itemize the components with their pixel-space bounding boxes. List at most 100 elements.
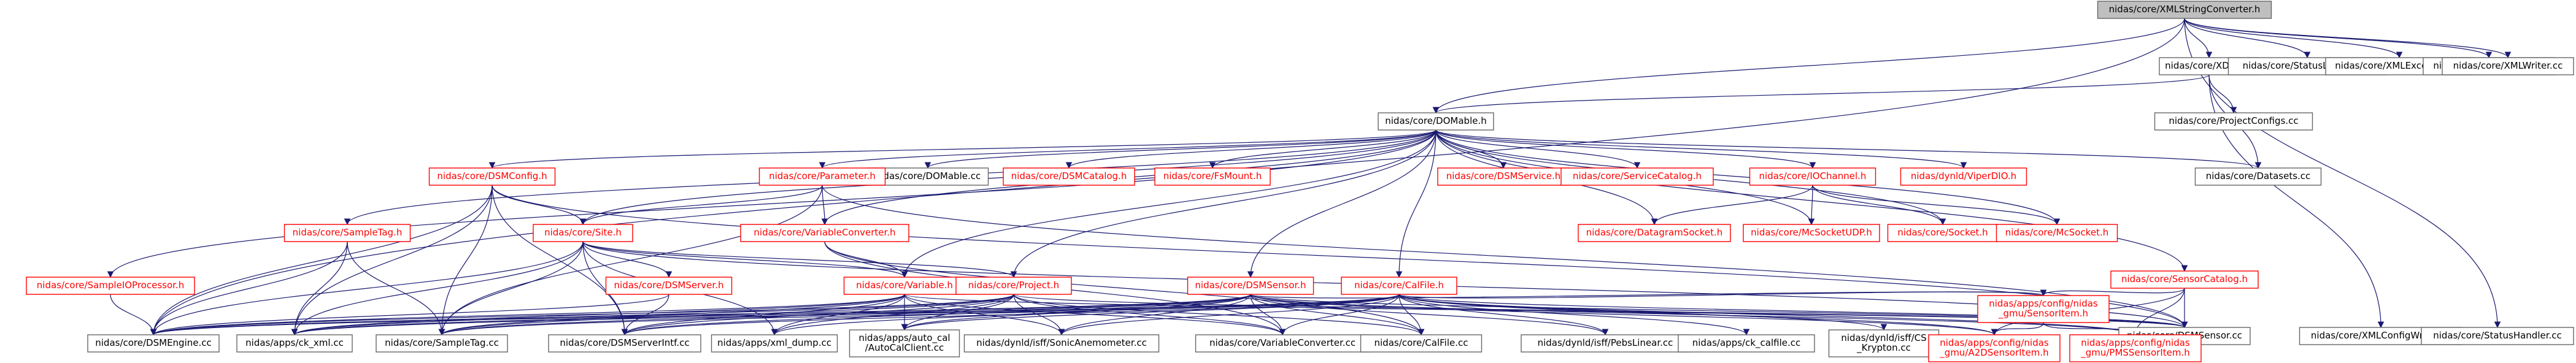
node-domable[interactable]: nidas/core/DOMable.h — [1378, 112, 1494, 131]
node-box — [533, 224, 633, 242]
node-box — [1900, 167, 2027, 186]
node-box — [1187, 277, 1314, 295]
node-box — [2421, 327, 2574, 345]
node-box — [1828, 329, 1940, 357]
edge-domable-to-calfile — [1395, 129, 1436, 278]
node-box — [2154, 112, 2313, 131]
node-label: nidas/dynld/ViperDIO.h — [1911, 170, 2016, 182]
edge-project-to-calfilecc — [1013, 294, 1425, 336]
node-autocal[interactable]: nidas/apps/auto_cal/AutoCalClient.cc — [849, 329, 960, 357]
node-sockethdr[interactable]: nidas/core/Socket.h — [1887, 224, 1999, 242]
node-dsmengine[interactable]: nidas/core/DSMEngine.cc — [87, 334, 220, 353]
edge-calfile-to-ckcalfile — [1398, 294, 1750, 336]
node-variableconvertercc[interactable]: nidas/core/VariableConverter.cc — [1195, 334, 1370, 353]
node-sensoritem[interactable]: nidas/apps/config/nidas_gmu/SensorItem.h — [1977, 295, 2110, 323]
node-box — [1378, 112, 1494, 131]
edge-site-to-dsmengine — [150, 241, 584, 336]
node-box — [1749, 167, 1876, 186]
edge-site-to-dsmserver — [582, 241, 673, 278]
node-dsmservice[interactable]: nidas/core/DSMService.h — [1437, 167, 1570, 186]
node-pebslinear[interactable]: nidas/dynld/isff/PebsLinear.cc — [1521, 334, 1690, 353]
node-a2dsensoritem[interactable]: nidas/apps/config/nidas_gmu/A2DSensorIte… — [1928, 334, 2061, 362]
node-dsmconfig[interactable]: nidas/core/DSMConfig.h — [428, 167, 556, 186]
edge-variable-to-dsmengine — [150, 294, 905, 336]
node-dsmsensor[interactable]: nidas/core/DSMSensor.h — [1187, 277, 1314, 295]
node-xmlstring[interactable]: nidas/core/XMLStringConverter.h — [2097, 1, 2272, 19]
node-label: nidas/core/DSMSensor.h — [1195, 280, 1306, 291]
node-sensorcatalog[interactable]: nidas/core/SensorCatalog.h — [2110, 270, 2259, 289]
node-iochannel[interactable]: nidas/core/IOChannel.h — [1749, 167, 1876, 186]
edge-calfile-to-sonicanemometer — [1058, 294, 1400, 336]
node-layer: nidas/core/XMLStringConverter.h nidas/cor… — [26, 1, 2574, 362]
node-fsmount[interactable]: nidas/core/FsMount.h — [1154, 167, 1271, 186]
node-box — [963, 334, 1160, 353]
node-label: nidas/dynld/isff/SonicAnemometer.cc — [976, 337, 1147, 348]
edge-site-to-sampletagcc — [438, 241, 584, 336]
node-projectconfigs[interactable]: nidas/core/ProjectConfigs.cc — [2154, 112, 2313, 131]
node-sampleioprocessor[interactable]: nidas/core/SampleIOProcessor.h — [26, 277, 195, 295]
edge-iochannel-to-datagramsocket — [1651, 185, 1813, 226]
node-label: nidas/core/DSMServer.h — [614, 280, 724, 291]
node-label: nidas/core/DSMCatalog.h — [1011, 170, 1127, 182]
node-box — [866, 167, 989, 186]
node-sampletag[interactable]: nidas/core/SampleTag.h — [283, 224, 411, 242]
edge-project-to-dsmengine — [150, 294, 1014, 336]
node-label: nidas/apps/xml_dump.cc — [717, 337, 831, 349]
edge-sensorcatalog-to-sensoritem — [2040, 288, 2185, 297]
edge-site-to-project — [582, 241, 1017, 278]
node-calfile[interactable]: nidas/core/CalFile.h — [1341, 277, 1457, 295]
edge-domable-to-variable — [901, 129, 1436, 278]
node-box — [711, 334, 838, 353]
node-label: _gmu/A2DSensorItem.h — [1939, 347, 2048, 359]
node-box — [2097, 1, 2272, 19]
node-ckxml[interactable]: nidas/apps/ck_xml.cc — [236, 334, 353, 353]
node-pmssensoritem[interactable]: nidas/apps/config/nidas_gmu/PMSSensorIte… — [2069, 334, 2202, 362]
node-label: nidas/apps/ck_xml.cc — [245, 337, 344, 349]
node-parameter[interactable]: nidas/core/Parameter.h — [758, 167, 886, 186]
node-project[interactable]: nidas/core/Project.h — [955, 277, 1072, 295]
node-box — [428, 167, 556, 186]
edge-site-to-variable — [582, 241, 908, 278]
node-viperdio[interactable]: nidas/dynld/ViperDIO.h — [1900, 167, 2027, 186]
node-statushandler[interactable]: nidas/core/StatusHandler.cc — [2421, 327, 2574, 345]
node-domablecc[interactable]: nidas/core/DOMable.cc — [866, 167, 989, 186]
node-site[interactable]: nidas/core/Site.h — [533, 224, 633, 242]
edge-calfile-to-sampletagcc — [439, 294, 1400, 336]
node-label: nidas/core/XMLConfigWriter.cc — [2311, 330, 2451, 341]
node-dsmserver[interactable]: nidas/core/DSMServer.h — [605, 277, 733, 295]
node-box — [955, 277, 1072, 295]
node-label: nidas/core/Project.h — [968, 280, 1059, 291]
node-mcsocketudp[interactable]: nidas/core/McSocketUDP.h — [1743, 224, 1880, 242]
edge-project-to-sampletagcc — [438, 294, 1014, 336]
edge-calfile-to-pebslinear — [1398, 294, 1609, 336]
edge-project-to-dsmserverintf — [621, 294, 1014, 336]
node-label: nidas/apps/auto_cal — [858, 332, 950, 344]
node-label: nidas/core/DSMServerIntf.cc — [560, 337, 689, 348]
node-variable[interactable]: nidas/core/Variable.h — [843, 277, 966, 295]
node-datasets[interactable]: nidas/core/Datasets.cc — [2194, 167, 2322, 186]
node-dsmserverintf[interactable]: nidas/core/DSMServerIntf.cc — [548, 334, 701, 353]
node-label: nidas/core/ProjectConfigs.cc — [2169, 115, 2298, 126]
node-xmldump[interactable]: nidas/apps/xml_dump.cc — [711, 334, 838, 353]
node-sampletagcc[interactable]: nidas/core/SampleTag.cc — [376, 334, 508, 353]
edge-dsmconfig-to-dsmsensorcc — [492, 185, 2188, 329]
node-dsmcatalog[interactable]: nidas/core/DSMCatalog.h — [1003, 167, 1135, 186]
node-box — [605, 277, 733, 295]
node-variableconverter[interactable]: nidas/core/VariableConverter.h — [740, 224, 909, 242]
edge-calfile-to-calfilecc — [1398, 294, 1425, 336]
node-label: nidas/core/DOMable.cc — [875, 170, 981, 182]
node-label: nidas/apps/config/nidas — [1940, 337, 2049, 348]
node-datagramsocket[interactable]: nidas/core/DatagramSocket.h — [1578, 224, 1731, 242]
node-sonicanemometer[interactable]: nidas/dynld/isff/SonicAnemometer.cc — [963, 334, 1160, 353]
node-calfilecc[interactable]: nidas/core/CalFile.cc — [1360, 334, 1483, 353]
node-servicecatalog[interactable]: nidas/core/ServiceCatalog.h — [1560, 167, 1714, 186]
node-ckcalfile[interactable]: nidas/apps/ck_calfile.cc — [1678, 334, 1815, 353]
node-mcsocket[interactable]: nidas/core/McSocket.h — [1996, 224, 2118, 242]
node-box — [1154, 167, 1271, 186]
edge-xmlstring-to-xmlwriter — [2184, 18, 2512, 59]
node-cs_krypton[interactable]: nidas/dynld/isff/CS_Krypton.cc — [1828, 329, 1940, 357]
edge-calfile-to-pmssensoritem — [1398, 294, 2139, 336]
edge-domable-to-dsmsensor — [1247, 129, 1436, 278]
node-xmlwriter[interactable]: nidas/core/XMLWriter.cc — [2442, 57, 2574, 75]
edge-calfile-to-ckxml — [291, 294, 1400, 336]
